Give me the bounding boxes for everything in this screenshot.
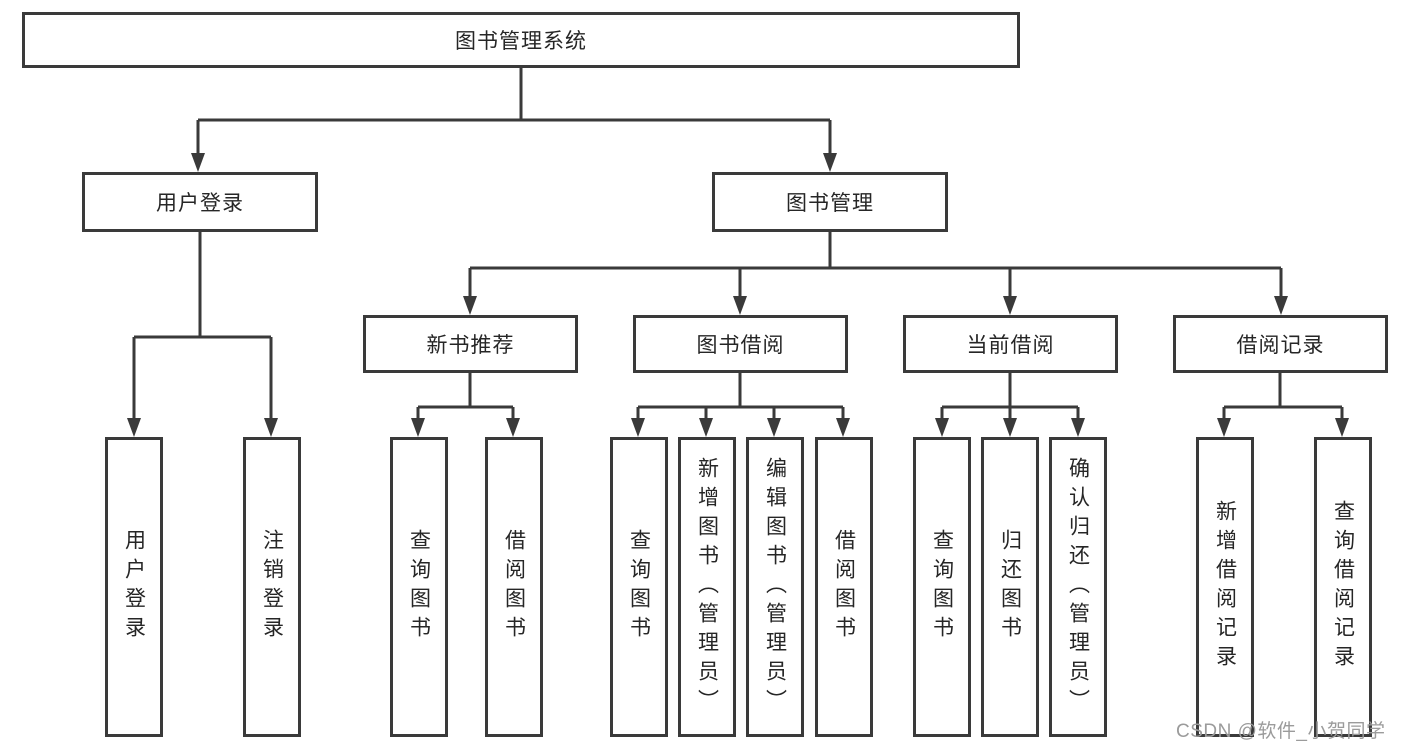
leaf-edit-books-admin: 编辑图书（管理员） — [746, 437, 804, 737]
leaf-borrow-books: 借阅图书 — [815, 437, 873, 737]
node-borrow-record-label: 借阅记录 — [1236, 334, 1325, 357]
node-new-book-recommend: 新书推荐 — [363, 315, 578, 373]
leaf-confirm-return-admin: 确认归还（管理员） — [1049, 437, 1107, 737]
node-new-book-recommend-label: 新书推荐 — [426, 334, 515, 357]
leaf-return-books: 归还图书 — [981, 437, 1039, 737]
node-book-management-label: 图书管理 — [786, 192, 874, 215]
leaf-borrow-query-books: 查询图书 — [610, 437, 668, 737]
leaf-add-books-admin: 新增图书（管理员） — [678, 437, 736, 737]
leaf-return-books-label: 归还图书 — [998, 529, 1022, 645]
node-book-borrow: 图书借阅 — [633, 315, 848, 373]
leaf-borrow-query-books-label: 查询图书 — [627, 529, 651, 645]
leaf-query-borrow-record-label: 查询借阅记录 — [1331, 500, 1355, 674]
node-user-login: 用户登录 — [82, 172, 318, 232]
leaf-add-borrow-record: 新增借阅记录 — [1196, 437, 1254, 737]
node-book-borrow-label: 图书借阅 — [696, 334, 785, 357]
leaf-recommend-borrow-books-label: 借阅图书 — [502, 529, 526, 645]
leaf-user-login-label: 用户登录 — [122, 529, 146, 645]
leaf-query-borrow-record: 查询借阅记录 — [1314, 437, 1372, 737]
leaf-add-borrow-record-label: 新增借阅记录 — [1213, 500, 1237, 674]
node-library-system-label: 图书管理系统 — [455, 30, 587, 53]
leaf-recommend-query-books-label: 查询图书 — [407, 529, 431, 645]
leaf-current-query-books: 查询图书 — [913, 437, 971, 737]
node-current-borrow: 当前借阅 — [903, 315, 1118, 373]
leaf-add-books-admin-label: 新增图书（管理员） — [695, 456, 719, 718]
csdn-watermark: CSDN @软件_小贺同学 — [1176, 721, 1386, 742]
leaf-logout: 注销登录 — [243, 437, 301, 737]
node-current-borrow-label: 当前借阅 — [966, 334, 1055, 357]
connector-lines — [132, 68, 1344, 421]
leaf-borrow-books-label: 借阅图书 — [832, 529, 856, 645]
leaf-confirm-return-admin-label: 确认归还（管理员） — [1066, 456, 1090, 718]
node-borrow-record: 借阅记录 — [1173, 315, 1388, 373]
node-user-login-label: 用户登录 — [156, 192, 244, 215]
node-library-system: 图书管理系统 — [22, 12, 1020, 68]
leaf-current-query-books-label: 查询图书 — [930, 529, 954, 645]
leaf-recommend-borrow-books: 借阅图书 — [485, 437, 543, 737]
leaf-recommend-query-books: 查询图书 — [390, 437, 448, 737]
node-book-management: 图书管理 — [712, 172, 948, 232]
leaf-edit-books-admin-label: 编辑图书（管理员） — [763, 456, 787, 718]
leaf-user-login: 用户登录 — [105, 437, 163, 737]
leaf-logout-label: 注销登录 — [260, 529, 284, 645]
